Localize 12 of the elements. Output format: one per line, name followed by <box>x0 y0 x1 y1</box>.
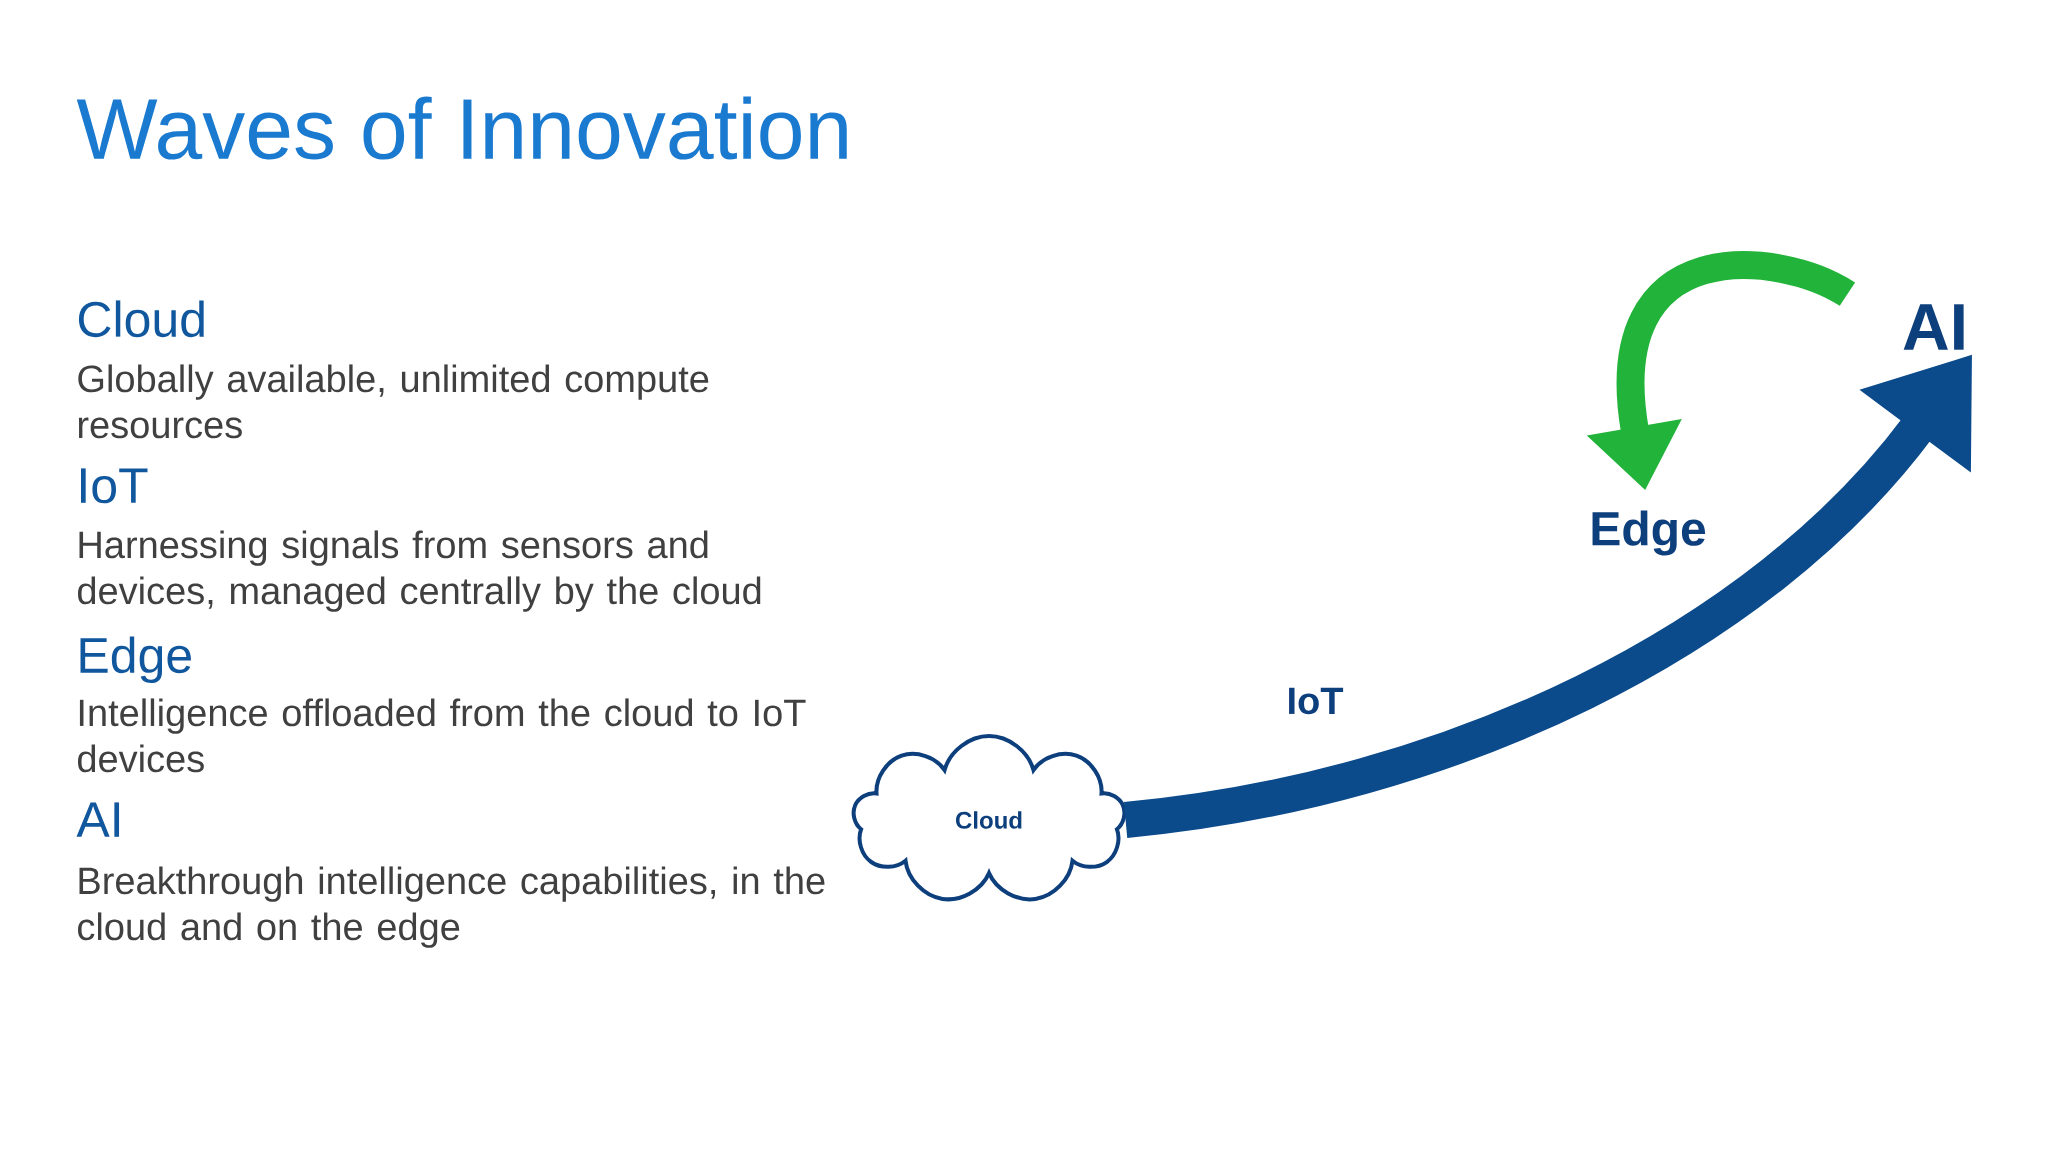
title: Waves of Innovation <box>76 96 847 160</box>
description: Breakthrough intelligence capabilities, in the cloud and on the edge <box>78 866 825 948</box>
node-label: AI <box>1903 304 1964 350</box>
heading: Edge <box>80 636 191 683</box>
description: Intelligence offloaded from the cloud to IoT devices <box>78 698 806 773</box>
description: Globally available, unlimited compute resources <box>78 364 709 439</box>
heading: Cloud <box>78 300 204 338</box>
heading: IoT <box>81 468 148 504</box>
edge-label: IoT <box>1280 681 1350 721</box>
node-label: Edge <box>1592 510 1706 556</box>
description: Harnessing signals from sensors and devices, managed centrally by the cloud <box>78 530 761 612</box>
heading: AI <box>76 802 120 837</box>
